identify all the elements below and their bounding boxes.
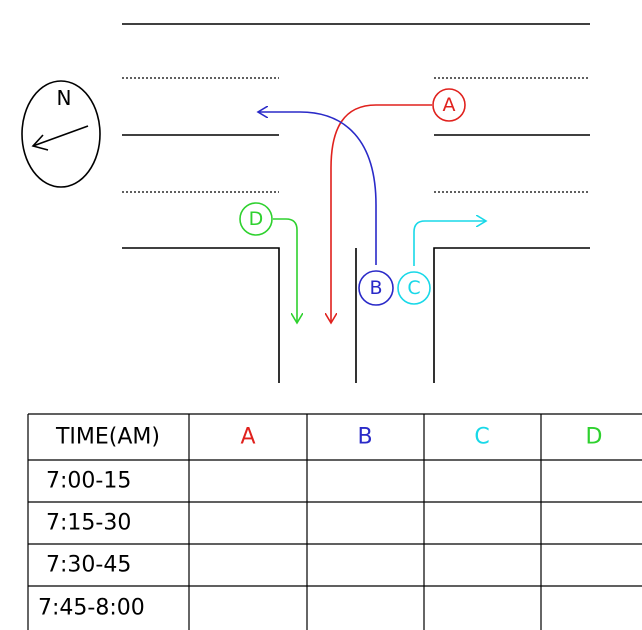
compass-north-label: N xyxy=(57,86,72,110)
route-b: B xyxy=(258,112,394,306)
compass: N xyxy=(21,80,101,188)
route-c: C xyxy=(397,221,486,305)
header-route-a: A xyxy=(240,425,255,450)
route-b-arrow xyxy=(258,112,377,265)
compass-arrow-icon xyxy=(31,125,89,151)
header-route-c: C xyxy=(474,425,489,450)
route-d: D xyxy=(239,202,297,323)
header-route-b: B xyxy=(357,425,372,450)
route-b-label: B xyxy=(369,277,382,299)
time-cell: 7:00-15 xyxy=(46,469,131,494)
table-header: TIME(AM) A B C D xyxy=(55,425,602,450)
route-a-arrow xyxy=(331,104,432,323)
time-cell: 7:30-45 xyxy=(46,553,131,578)
table-row: 7:15-30 xyxy=(46,511,131,536)
time-cell: 7:15-30 xyxy=(46,511,131,536)
route-a-marker xyxy=(432,88,466,122)
compass-ring xyxy=(21,80,101,188)
route-c-marker xyxy=(397,271,431,305)
table-row: 7:45-8:00 xyxy=(38,596,145,621)
road-edge-southwest xyxy=(122,247,280,383)
route-c-arrow xyxy=(413,221,486,266)
road-diagram xyxy=(122,23,590,383)
route-a-label: A xyxy=(443,94,456,116)
table-row: 7:30-45 xyxy=(46,553,131,578)
header-route-d: D xyxy=(586,425,603,450)
traffic-count-table: TIME(AM) A B C D 7:00-15 7:15-30 7:30-45 xyxy=(27,413,642,630)
time-cell: 7:45-8:00 xyxy=(38,596,145,621)
route-c-label: C xyxy=(407,277,420,299)
route-d-label: D xyxy=(249,208,264,230)
route-d-arrow xyxy=(273,218,297,323)
route-d-marker xyxy=(239,202,273,236)
route-b-marker xyxy=(358,270,394,306)
table-row: 7:00-15 xyxy=(46,469,131,494)
route-a: A xyxy=(331,88,466,323)
header-time: TIME(AM) xyxy=(55,425,160,450)
road-edge-southeast xyxy=(433,247,590,383)
